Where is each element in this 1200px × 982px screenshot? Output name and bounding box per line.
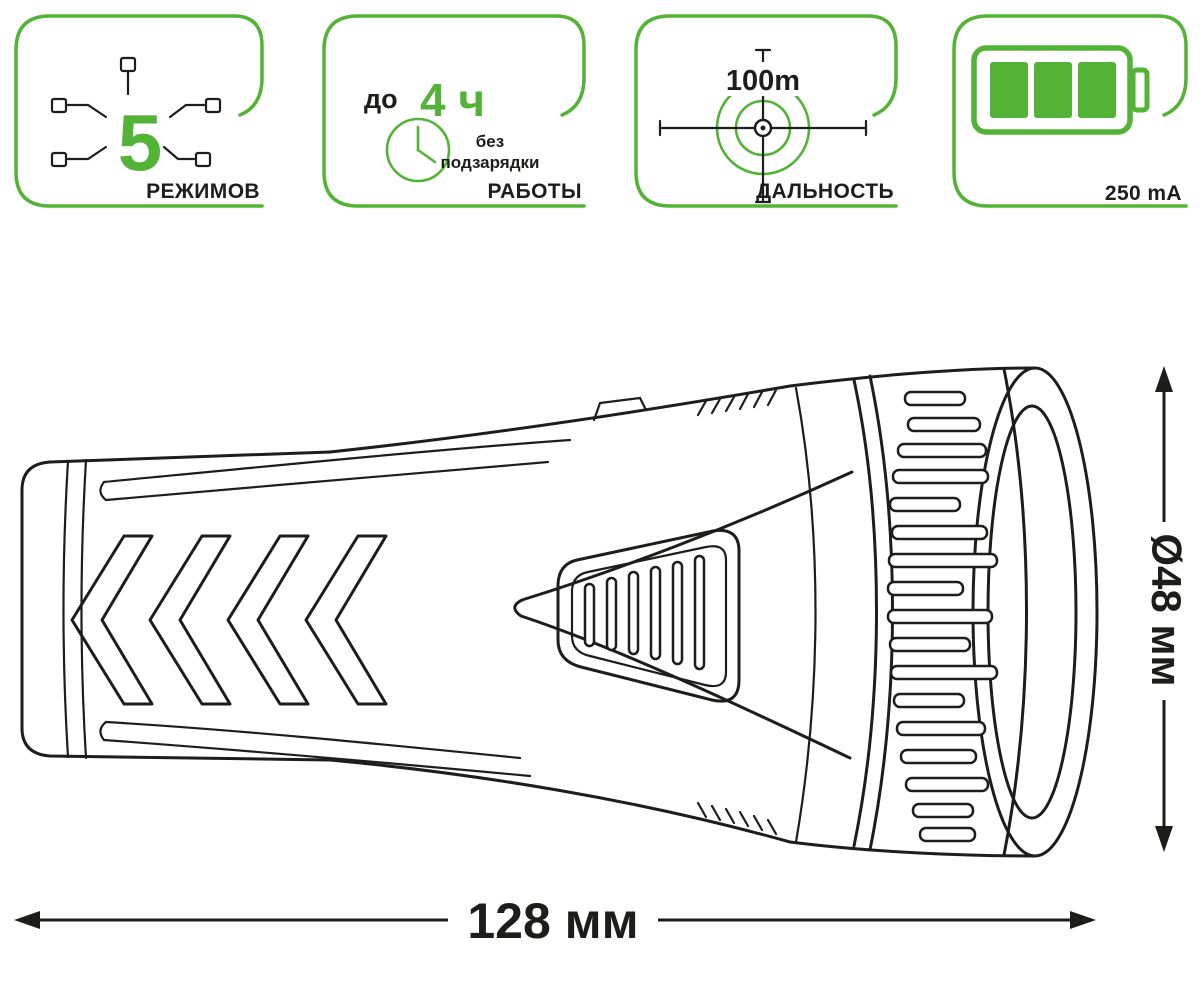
badge-battery: 250 mA bbox=[948, 10, 1192, 215]
badge-frame bbox=[14, 14, 264, 208]
flashlight-head bbox=[788, 366, 1099, 858]
modes-badge-label: РЕЖИМОВ bbox=[146, 180, 260, 203]
badge-modes: 5 РЕЖИМОВ bbox=[10, 10, 268, 215]
power-switch bbox=[513, 470, 854, 760]
knurling bbox=[886, 390, 999, 843]
battery-badge-label: 250 mA bbox=[1105, 182, 1182, 205]
diameter-dimension-label: Ø48 мм bbox=[1143, 533, 1190, 686]
runtime-badge-label: РАБОТЫ bbox=[487, 180, 582, 203]
badge-frame bbox=[634, 14, 898, 208]
runtime-value: 4 ч bbox=[420, 74, 485, 126]
range-target-icon bbox=[658, 48, 868, 204]
length-dimension-label: 128 мм bbox=[467, 893, 638, 949]
badge-frame bbox=[952, 14, 1188, 208]
length-arrow: 128 мм bbox=[14, 890, 1096, 949]
range-distance: 100m bbox=[726, 65, 800, 97]
runtime-note-line2: подзарядки bbox=[441, 153, 540, 172]
runtime-note-line1: без bbox=[476, 132, 504, 151]
runtime-prefix: до bbox=[364, 84, 398, 114]
grip-chevrons bbox=[70, 534, 388, 706]
badge-frame bbox=[322, 14, 586, 208]
modes-count: 5 bbox=[118, 98, 163, 187]
badge-runtime: до 4 ч без подзарядки РАБОТЫ bbox=[318, 10, 590, 215]
flashlight-body bbox=[20, 384, 792, 844]
diameter-arrow: Ø48 мм bbox=[1138, 366, 1190, 852]
runtime-clock-icon bbox=[385, 117, 451, 183]
switch-ridges bbox=[583, 554, 706, 671]
badge-range: 100m ДАЛЬНОСТЬ bbox=[630, 10, 902, 215]
battery-icon bbox=[971, 45, 1150, 135]
range-badge-label: ДАЛЬНОСТЬ bbox=[756, 180, 894, 203]
modes-icon: 5 bbox=[50, 56, 222, 187]
